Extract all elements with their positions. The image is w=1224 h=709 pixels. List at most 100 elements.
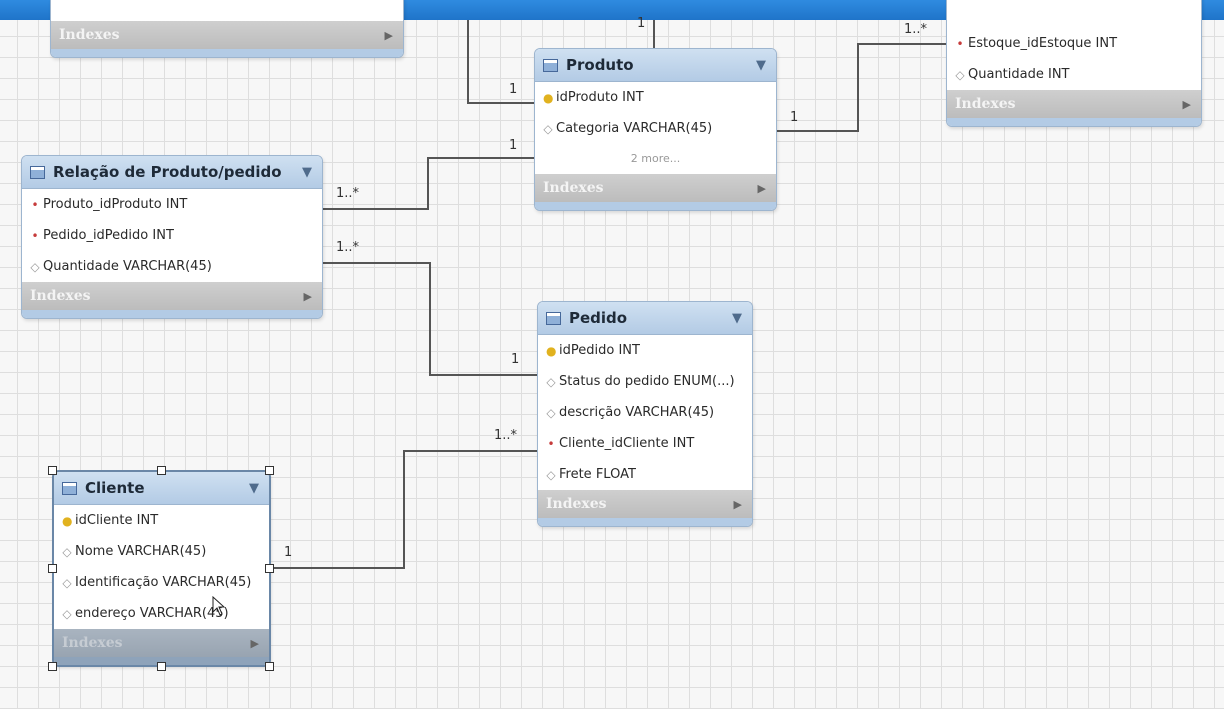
foreign-key-icon: • [547,436,555,451]
indexes-label: Indexes [59,27,120,43]
indexes-section[interactable]: Indexes ▶ [51,21,403,49]
triangle-right-icon[interactable]: ▶ [1182,97,1191,111]
table-header[interactable]: Pedido ▼ [538,302,752,335]
table-icon [546,311,561,325]
diamond-icon: ◇ [546,405,556,420]
table-pedido[interactable]: Pedido ▼ ● idPedido INT ◇ Status do pedi… [537,301,753,527]
column-row[interactable]: • Estoque_idEstoque INT [947,28,1201,59]
column-label: endereço VARCHAR(45) [75,606,229,621]
key-icon: ● [546,343,557,358]
resize-handle[interactable] [157,662,166,671]
column-row[interactable]: ◇ endereço VARCHAR(45) [54,598,269,629]
diamond-icon: ◇ [543,121,553,136]
resize-handle[interactable] [157,466,166,475]
chevron-down-icon[interactable]: ▼ [302,164,312,180]
column-row[interactable]: ● idPedido INT [538,335,752,366]
table-footer [22,310,322,318]
table-top-left[interactable]: Indexes ▶ [50,0,404,58]
cardinality-label: 1 [637,16,646,31]
resize-handle[interactable] [48,564,57,573]
column-row[interactable]: ● idCliente INT [54,505,269,536]
foreign-key-icon: • [956,36,964,51]
column-label: Quantidade INT [968,67,1070,82]
diamond-icon: ◇ [62,606,72,621]
indexes-label: Indexes [62,635,123,651]
indexes-label: Indexes [30,288,91,304]
column-row[interactable]: ◇ Status do pedido ENUM(...) [538,366,752,397]
column-row[interactable]: ◇ descrição VARCHAR(45) [538,397,752,428]
link-relacao-produto [322,157,534,210]
resize-handle[interactable] [265,662,274,671]
column-label: Categoria VARCHAR(45) [556,121,713,136]
chevron-down-icon[interactable]: ▼ [249,480,259,496]
triangle-right-icon[interactable]: ▶ [250,636,259,650]
table-footer [538,518,752,526]
table-header[interactable]: Produto ▼ [535,49,776,82]
column-row[interactable]: ◇ Categoria VARCHAR(45) [535,113,776,144]
more-columns-link[interactable]: 2 more... [630,152,681,165]
indexes-label: Indexes [955,96,1016,112]
column-row[interactable]: ◇ Identificação VARCHAR(45) [54,567,269,598]
cardinality-label: 1 [790,110,799,125]
column-row[interactable]: • Produto_idProduto INT [22,189,322,220]
table-produto[interactable]: Produto ▼ ● idProduto INT ◇ Categoria VA… [534,48,777,211]
link-top-produto [467,20,534,104]
column-label: Status do pedido ENUM(...) [559,374,735,389]
indexes-section[interactable]: Indexes ▶ [54,629,269,657]
triangle-right-icon[interactable]: ▶ [384,28,393,42]
column-label: idPedido INT [559,343,640,358]
column-label: Cliente_idCliente INT [559,436,695,451]
triangle-right-icon[interactable]: ▶ [733,497,742,511]
table-cliente[interactable]: Cliente ▼ ● idCliente INT ◇ Nome VARCHAR… [53,471,270,666]
column-row[interactable]: • Cliente_idCliente INT [538,428,752,459]
diamond-icon: ◇ [62,544,72,559]
link-relacao-pedido [322,262,537,376]
resize-handle[interactable] [265,564,274,573]
diamond-icon: ◇ [546,374,556,389]
link-produto-estoque [776,43,946,132]
chevron-down-icon[interactable]: ▼ [732,310,742,326]
column-row[interactable]: ◇ Frete FLOAT [538,459,752,490]
column-row[interactable]: ◇ Nome VARCHAR(45) [54,536,269,567]
table-footer [54,657,269,665]
column-label: Nome VARCHAR(45) [75,544,207,559]
triangle-right-icon[interactable]: ▶ [757,181,766,195]
column-row[interactable]: ◇ Quantidade INT [947,59,1201,90]
chevron-down-icon[interactable]: ▼ [756,57,766,73]
column-label: idCliente INT [75,513,159,528]
key-icon: ● [543,90,554,105]
table-footer [947,118,1201,126]
indexes-section[interactable]: Indexes ▶ [22,282,322,310]
indexes-section[interactable]: Indexes ▶ [538,490,752,518]
column-row[interactable]: • Pedido_idPedido INT [22,220,322,251]
triangle-right-icon[interactable]: ▶ [303,289,312,303]
cardinality-label: 1 [284,545,293,560]
table-header[interactable]: Relação de Produto/pedido ▼ [22,156,322,189]
table-estoque[interactable]: • Estoque_idEstoque INT ◇ Quantidade INT… [946,0,1202,127]
table-relacao-produto-pedido[interactable]: Relação de Produto/pedido ▼ • Produto_id… [21,155,323,319]
cardinality-label: 1..* [336,186,360,201]
indexes-section[interactable]: Indexes ▶ [947,90,1201,118]
diamond-icon: ◇ [30,259,40,274]
table-header[interactable]: Cliente ▼ [54,472,269,505]
cardinality-label: 1..* [336,240,360,255]
table-footer [51,49,403,57]
diamond-icon: ◇ [62,575,72,590]
key-icon: ● [62,513,73,528]
cardinality-label: 1 [509,138,518,153]
table-title: Pedido [569,309,628,327]
resize-handle[interactable] [48,662,57,671]
table-icon [62,481,77,495]
cardinality-label: 1 [511,352,520,367]
indexes-label: Indexes [546,496,607,512]
link-cliente-pedido [270,450,537,569]
indexes-section[interactable]: Indexes ▶ [535,174,776,202]
column-row[interactable]: ● idProduto INT [535,82,776,113]
resize-handle[interactable] [48,466,57,475]
column-label: Pedido_idPedido INT [43,228,174,243]
resize-handle[interactable] [265,466,274,475]
column-label: Identificação VARCHAR(45) [75,575,252,590]
column-row[interactable]: ◇ Quantidade VARCHAR(45) [22,251,322,282]
cardinality-label: 1..* [494,428,518,443]
